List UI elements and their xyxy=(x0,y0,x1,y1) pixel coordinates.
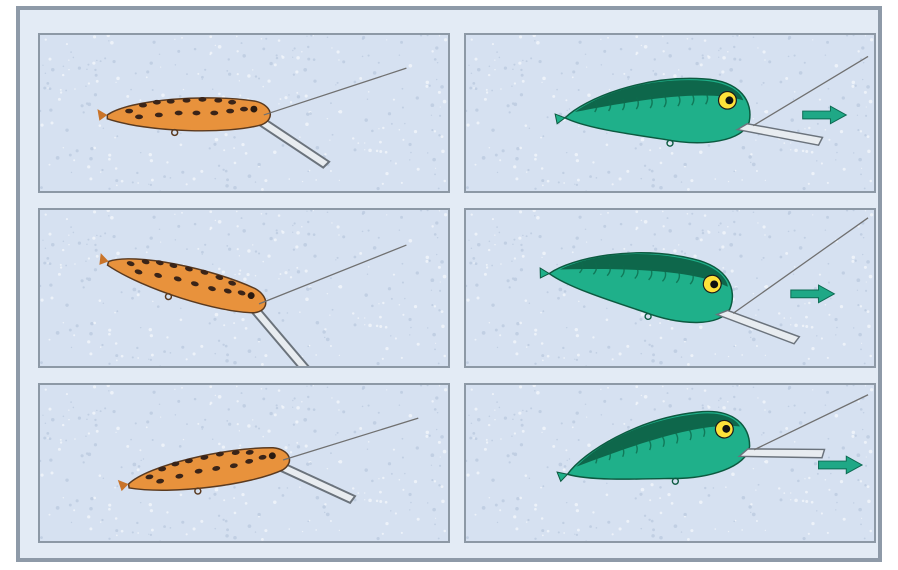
hook-hanger xyxy=(165,293,172,300)
lure-tail xyxy=(538,268,549,279)
panel-left-row1 xyxy=(38,33,450,193)
hook-hanger xyxy=(672,478,679,485)
fishing-line xyxy=(283,418,418,460)
lure-spot xyxy=(139,103,147,108)
panel-left-row2 xyxy=(38,208,450,368)
panel-right-row2 xyxy=(464,208,876,368)
lure-spot xyxy=(210,111,218,116)
crankbait-lure xyxy=(551,391,826,503)
lure-spot xyxy=(226,109,234,114)
motion-arrow-icon xyxy=(791,285,835,303)
lure-spot xyxy=(167,99,175,104)
panel-left-row3 xyxy=(38,383,450,543)
hook-hanger xyxy=(645,313,652,320)
lure-spot xyxy=(193,111,201,116)
minnow-lure xyxy=(84,242,327,366)
fishing-line xyxy=(264,68,407,115)
crankbait-lure xyxy=(555,78,822,146)
motion-arrow-icon xyxy=(803,106,847,124)
lure-tail xyxy=(118,478,130,491)
lure-eye xyxy=(250,106,257,113)
lure-spot xyxy=(153,100,161,105)
lure-body xyxy=(126,442,292,500)
lure-spot xyxy=(240,107,248,112)
lure-tail xyxy=(557,470,568,481)
lure-tail xyxy=(555,114,565,124)
lure-pupil xyxy=(725,96,733,104)
motion-arrow-icon xyxy=(819,456,863,474)
fishing-line xyxy=(754,395,868,450)
lure-spot xyxy=(155,113,163,118)
panel-right-row1 xyxy=(464,33,876,193)
lure-lip xyxy=(256,117,329,168)
lure-spot xyxy=(135,115,143,120)
lure-body xyxy=(107,98,270,131)
lure-spot xyxy=(198,97,206,102)
lure-lip xyxy=(714,309,802,345)
panel-right-row3 xyxy=(464,383,876,543)
lure-spot xyxy=(183,98,191,103)
figure-frame xyxy=(16,6,882,562)
lure-spot xyxy=(125,109,133,114)
lure-lip xyxy=(738,436,826,472)
lure-body xyxy=(104,245,270,321)
lure-spot xyxy=(214,98,222,103)
minnow-lure xyxy=(97,97,329,168)
lure-tail xyxy=(97,109,107,121)
fishing-line xyxy=(733,218,868,314)
hook-hanger xyxy=(194,488,201,495)
lure-spot xyxy=(228,100,236,105)
lure-spot xyxy=(175,111,183,116)
